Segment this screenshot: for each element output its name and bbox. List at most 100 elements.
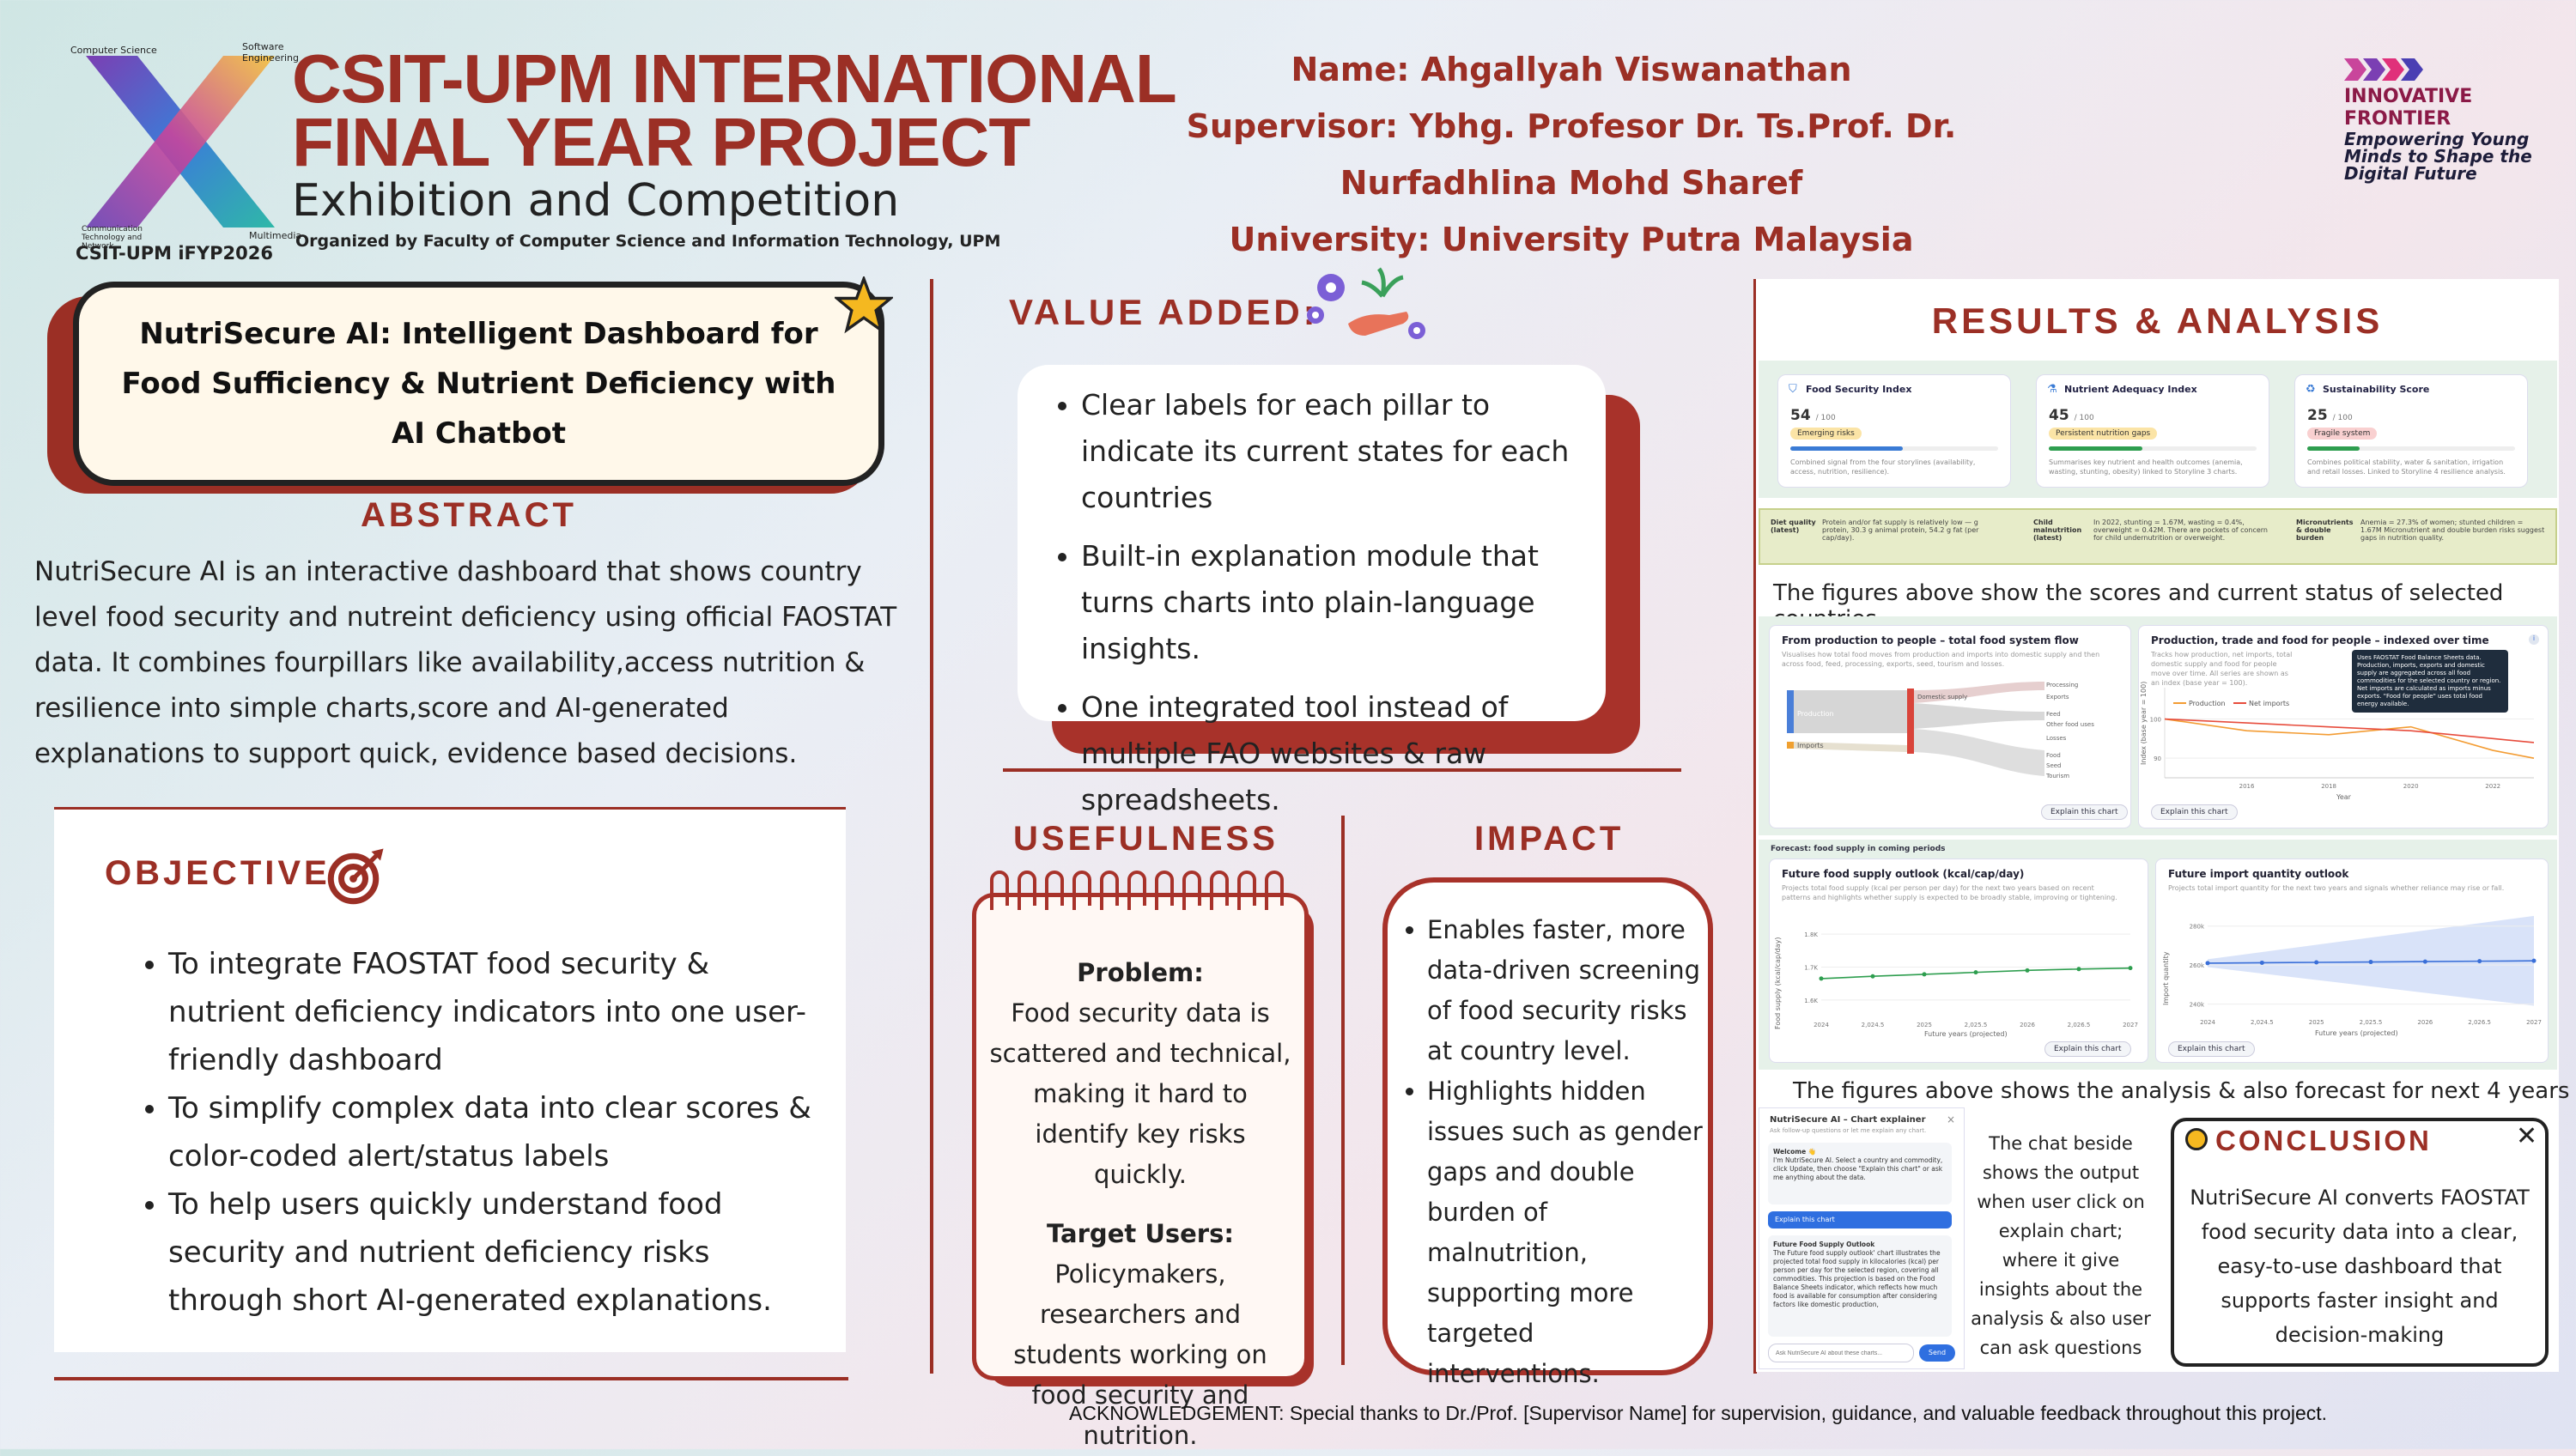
x-tick-label: 2026	[2020, 1022, 2035, 1028]
status-badge: Persistent nutrition gaps	[2049, 428, 2158, 440]
close-icon[interactable]: ×	[1946, 1113, 1955, 1125]
circle-icon	[2185, 1128, 2208, 1150]
score-bar-fill	[1790, 446, 1903, 451]
y-tick-label: 260k	[2190, 962, 2205, 969]
supply-ylabel: Food supply (kcal/cap/day)	[1774, 937, 1782, 1029]
chat-title: NutriSecure AI – Chart explainer	[1770, 1115, 1926, 1125]
sankey-label: Seed	[2046, 762, 2062, 769]
import-xlabel: Future years (projected)	[2315, 1029, 2398, 1037]
status-text: Anemia = 27.3% of women; stunted childre…	[2360, 519, 2545, 542]
status-text: In 2022, stunting = 1.67M, wasting = 0.4…	[2093, 519, 2268, 542]
sankey-link	[1914, 729, 2044, 776]
author-block: Name: Ahgallyah Viswanathan Supervisor: …	[1091, 41, 2052, 268]
flow-chart-title: From production to people – total food s…	[1782, 634, 2079, 646]
status-badge: Emerging risks	[1790, 428, 1862, 440]
event-tag: CSIT-UPM iFYP2026	[76, 243, 273, 264]
conclusion-heading: CONCLUSION	[2215, 1125, 2432, 1156]
status-label: Diet quality (latest)	[1771, 519, 1816, 534]
data-point	[2259, 960, 2264, 965]
card-desc: Combines political stability, water & sa…	[2307, 458, 2506, 476]
gears-hand-icon	[1307, 267, 1425, 339]
data-point	[2368, 960, 2373, 965]
chevrons-icon	[2344, 58, 2423, 81]
card-max: / 100	[2074, 414, 2094, 422]
status-item: Diet quality (latest) Protein and/or fat…	[1771, 519, 2011, 542]
chat-input[interactable]	[1768, 1344, 1914, 1362]
data-point	[1922, 972, 1927, 977]
y-tick-label: 280k	[2190, 924, 2205, 931]
university-name: University: University Putra Malaysia	[1229, 221, 1914, 258]
flow-chart-card: From production to people – total food s…	[1769, 625, 2131, 828]
problem-label: Problem:	[1077, 958, 1204, 987]
objective-heading: OBJECTIVE	[105, 854, 331, 892]
impact-panel	[1382, 877, 1713, 1375]
x-tick-label: 2027	[2123, 1022, 2138, 1028]
explain-chart-button[interactable]: Explain this chart	[2044, 1041, 2131, 1057]
x-tick-label: 2027	[2526, 1019, 2542, 1026]
innovative-frontier-logo: INNOVATIVE FRONTIER Empowering Young Min…	[2344, 57, 2542, 182]
charts-row-2: Forecast: food supply in coming periods …	[1759, 840, 2557, 1070]
supervisor-name: Supervisor: Ybhg. Profesor Dr. Ts.Prof. …	[1186, 107, 1957, 202]
x-tick-label: 2,026.5	[2068, 1022, 2091, 1028]
status-item: Child malnutrition (latest) In 2022, stu…	[2033, 519, 2282, 542]
star-icon	[835, 276, 893, 334]
sankey-label: Production	[1797, 710, 1834, 718]
brand-subtitle: Exhibition and Competition	[292, 175, 900, 227]
data-point	[1819, 976, 1824, 981]
sankey-label: Other food uses	[2046, 721, 2094, 728]
recycle-icon: ♻	[2306, 383, 2316, 396]
sankey-chart: Production Imports Domestic supply Proce…	[1787, 682, 2094, 780]
card-score: 25	[2307, 407, 2328, 424]
x-tick-label: 2024	[2200, 1019, 2215, 1026]
sankey-label: Domestic supply	[1917, 694, 1967, 701]
objective-list: To integrate FAOSTAT food security & nut…	[129, 940, 816, 1325]
explain-chart-button[interactable]: Explain this chart	[2041, 804, 2128, 820]
chart-tooltip: Uses FAOSTAT Food Balance Sheets data. P…	[2352, 650, 2508, 713]
info-icon[interactable]: i	[2529, 634, 2539, 645]
usefulness-notepad: Problem: Food security data is scattered…	[972, 893, 1309, 1450]
chat-message-user: Explain this chart	[1768, 1211, 1952, 1228]
acknowledgement: ACKNOWLEDGEMENT: Special thanks to Dr./P…	[1069, 1402, 2328, 1424]
data-point	[1973, 970, 1978, 975]
card-score: 45	[2049, 407, 2069, 424]
y-tick-label: 1.8K	[1804, 931, 1818, 938]
x-tick-label: 2016	[2239, 783, 2255, 790]
status-text: Protein and/or fat supply is relatively …	[1822, 519, 1979, 542]
divider	[1753, 279, 1757, 1374]
value-added-item: Built-in explanation module that turns c…	[1081, 533, 1601, 672]
x-tick-label: 2,025.5	[2360, 1019, 2383, 1026]
target-icon	[327, 848, 384, 905]
x-tick-label: 2022	[2485, 783, 2500, 790]
x-logo	[86, 56, 275, 228]
import-forecast-title: Future import quantity outlook	[2168, 868, 2349, 880]
sankey-label: Losses	[2046, 735, 2067, 742]
forecast-label: Forecast: food supply in coming periods	[1771, 845, 1946, 853]
explain-chart-button[interactable]: Explain this chart	[2151, 804, 2238, 820]
results-caption-1: The figures above show the scores and cu…	[1773, 580, 2504, 632]
data-point	[2076, 967, 2081, 972]
target-users-label: Target Users:	[1047, 1219, 1234, 1248]
sankey-label: Feed	[2046, 711, 2061, 718]
trade-xlabel: Year	[2336, 793, 2352, 801]
data-point	[2128, 966, 2133, 971]
card-desc: Combined signal from the four storylines…	[1790, 458, 1976, 476]
score-card: ♻ Sustainability Score 25 / 100 Fragile …	[2294, 374, 2528, 488]
card-title: Food Security Index	[1806, 384, 1912, 395]
score-bar	[2307, 446, 2515, 451]
results-heading: RESULTS & ANALYSIS	[1931, 300, 2384, 341]
explain-chart-button[interactable]: Explain this chart	[2168, 1041, 2255, 1057]
brand-line1: CSIT-UPM INTERNATIONAL	[292, 40, 1177, 117]
flow-chart-subtitle: Visualises how total food moves from pro…	[1782, 651, 2100, 668]
impact-heading: IMPACT	[1474, 820, 1625, 858]
results-caption-2: The figures above shows the analysis & a…	[1793, 1078, 2570, 1104]
impact-list: Enables faster, more data-driven screeni…	[1401, 910, 1704, 1394]
x-tick-label: 2,026.5	[2468, 1019, 2491, 1026]
objective-item: To simplify complex data into clear scor…	[168, 1084, 816, 1180]
divider	[1341, 816, 1345, 1365]
innovative-text: INNOVATIVE	[2344, 86, 2473, 107]
sankey-link	[1794, 742, 1907, 752]
send-button[interactable]: Send	[1919, 1344, 1955, 1362]
sankey-node-production	[1787, 690, 1794, 733]
y-tick-label: 1.7K	[1804, 965, 1818, 972]
